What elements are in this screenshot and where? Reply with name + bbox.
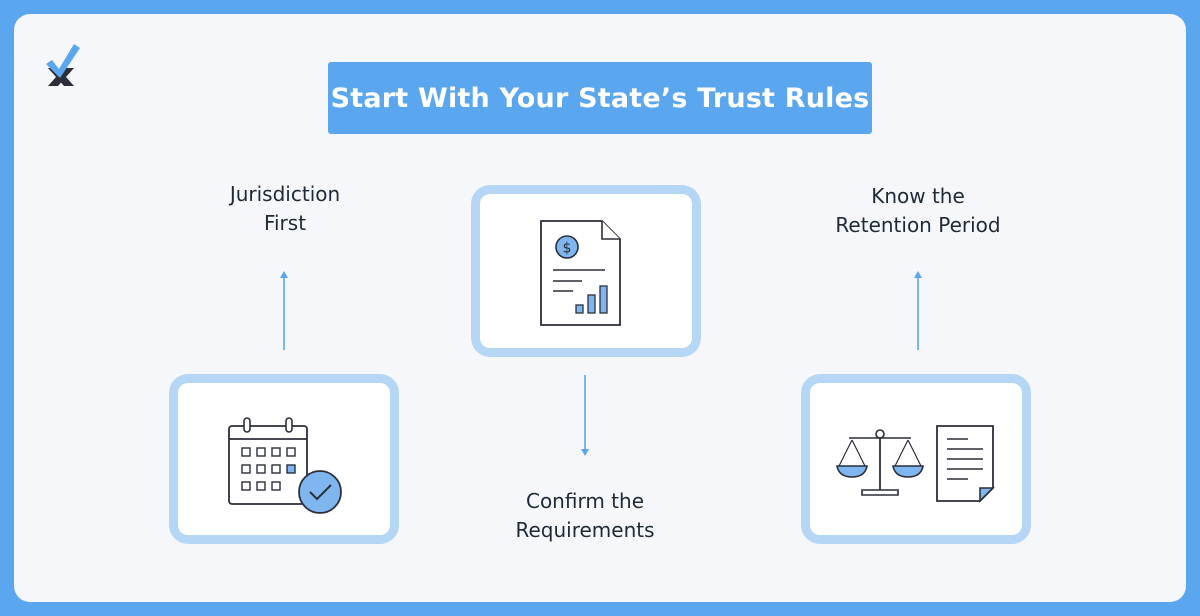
- financial-report-icon: $: [540, 220, 621, 326]
- svg-text:$: $: [563, 241, 572, 257]
- brand-logo-icon: [46, 44, 80, 86]
- step-label-retention: Know the Retention Period: [835, 184, 1001, 237]
- diagram-title: Start With Your State’s Trust Rules: [330, 82, 870, 114]
- scales-document-icon: [836, 425, 995, 503]
- title-banner: Start With Your State’s Trust Rules: [328, 62, 872, 134]
- step-label-requirements: Confirm the Requirements: [515, 489, 655, 542]
- step-box-jurisdiction: [178, 383, 390, 535]
- arrow-up-left: [280, 271, 288, 350]
- step-label-jurisdiction: Jurisdiction First: [229, 182, 341, 235]
- step-box-retention: [810, 383, 1022, 535]
- arrow-up-right: [914, 271, 922, 350]
- step-box-requirements: $: [480, 194, 692, 348]
- calendar-check-icon: [228, 417, 342, 514]
- infographic-card: Start With Your State’s Trust Rules Juri…: [14, 14, 1186, 602]
- arrow-down-middle: [581, 375, 589, 456]
